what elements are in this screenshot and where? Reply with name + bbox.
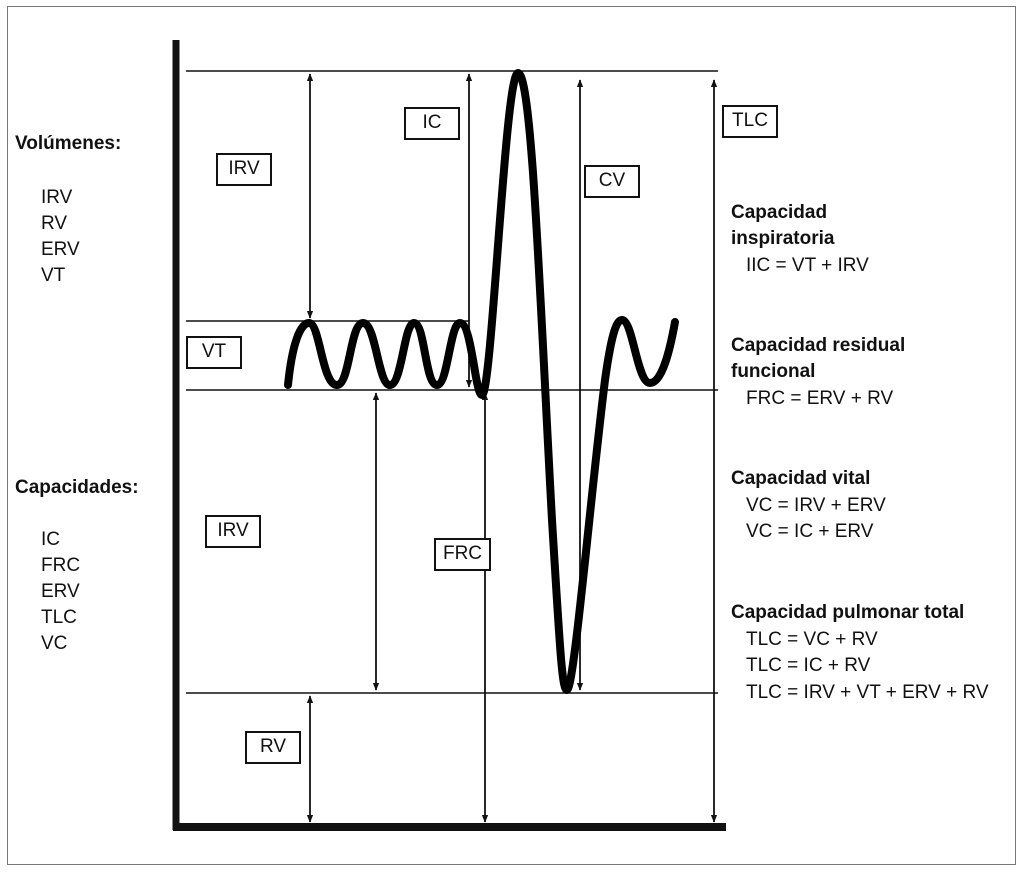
formula: VC = IC + ERV bbox=[746, 521, 874, 542]
volumes-heading: Volúmenes: bbox=[15, 133, 122, 154]
capacity-item: FRC bbox=[41, 555, 81, 576]
capacity-item: TLC bbox=[41, 607, 77, 628]
cv-label-box: CV bbox=[584, 165, 640, 198]
ic-label-box: IC bbox=[404, 107, 460, 140]
figure-frame bbox=[7, 6, 1016, 865]
capacity-item: ERV bbox=[41, 581, 80, 602]
section-title: Capacidad vital bbox=[731, 468, 871, 489]
rv-label-box: RV bbox=[245, 731, 301, 764]
capacities-heading: Capacidades: bbox=[15, 477, 139, 498]
frc-label-box: FRC bbox=[434, 538, 491, 571]
volume-item: RV bbox=[41, 213, 68, 234]
volume-item: IRV bbox=[41, 187, 73, 208]
section-title: Capacidad bbox=[731, 202, 828, 223]
tlc-label-box: TLC bbox=[722, 105, 778, 138]
volume-item: VT bbox=[41, 265, 66, 286]
section-title: inspiratoria bbox=[731, 228, 835, 249]
volume-item: ERV bbox=[41, 239, 80, 260]
section-title: Capacidad residual bbox=[731, 335, 906, 356]
section-title: Capacidad pulmonar total bbox=[731, 602, 965, 623]
formula: IIC = VT + IRV bbox=[746, 255, 869, 276]
formula: TLC = VC + RV bbox=[746, 629, 878, 650]
formula: VC = IRV + ERV bbox=[746, 495, 886, 516]
erv-label-box: IRV bbox=[205, 515, 261, 548]
formula: TLC = IRV + VT + ERV + RV bbox=[746, 682, 989, 703]
capacity-item: IC bbox=[41, 529, 60, 550]
breathing-trace bbox=[284, 69, 679, 694]
formula: TLC = IC + RV bbox=[746, 655, 871, 676]
vt-label-box: VT bbox=[186, 336, 242, 369]
formula: FRC = ERV + RV bbox=[746, 388, 894, 409]
irv-label-box: IRV bbox=[216, 153, 272, 186]
section-title: funcional bbox=[731, 361, 816, 382]
capacity-item: VC bbox=[41, 633, 68, 654]
